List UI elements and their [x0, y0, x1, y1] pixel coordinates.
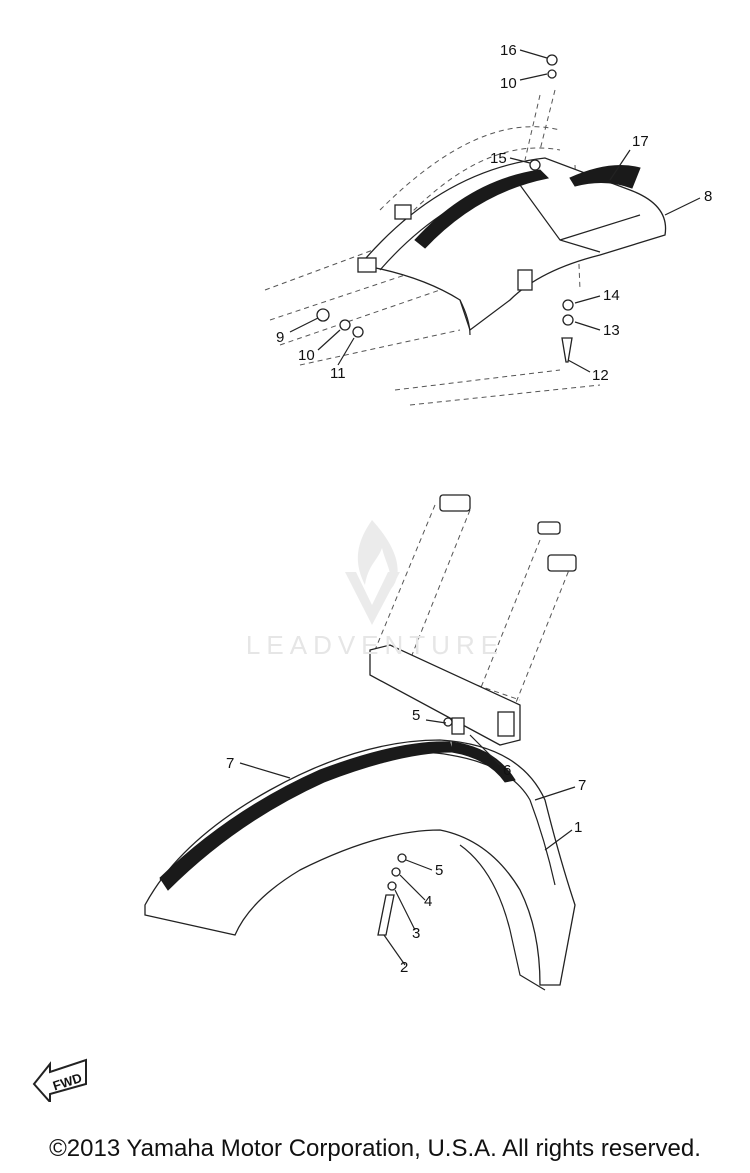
- rear-fender-assembly: 16 10 15 17 8 9 10 11 14 13 12: [264, 42, 712, 406]
- callout-11: 11: [330, 365, 346, 382]
- callout-10: 10: [500, 75, 517, 92]
- callout-16: 16: [500, 42, 517, 59]
- callout-7-left: 7: [226, 755, 234, 772]
- callout-5b: 5: [435, 862, 443, 879]
- callout-14: 14: [603, 287, 620, 304]
- callout-7-right: 7: [578, 777, 586, 794]
- copyright-notice: ©2013 Yamaha Motor Corporation, U.S.A. A…: [49, 1135, 701, 1162]
- callout-3: 3: [412, 925, 420, 942]
- emblem: [569, 165, 641, 189]
- callout-10b: 10: [298, 347, 315, 364]
- callout-12: 12: [592, 367, 609, 384]
- callout-15: 15: [490, 150, 507, 167]
- rear-fender-stripe: [414, 169, 550, 249]
- callout-2: 2: [400, 959, 408, 976]
- front-fender-assembly: 5 6 7 7 1 5 4 3 2: [144, 494, 586, 991]
- callout-8: 8: [704, 188, 712, 205]
- forward-arrow-icon: FWD: [32, 1058, 87, 1102]
- callout-5: 5: [412, 707, 420, 724]
- callout-9: 9: [276, 329, 284, 346]
- callout-13: 13: [603, 322, 620, 339]
- callout-6: 6: [503, 762, 511, 779]
- watermark-logo-icon: [345, 520, 400, 625]
- callout-1: 1: [574, 819, 582, 836]
- callout-4: 4: [424, 893, 432, 910]
- callout-17: 17: [632, 133, 649, 150]
- watermark-text: LEADVENTURE: [245, 630, 505, 660]
